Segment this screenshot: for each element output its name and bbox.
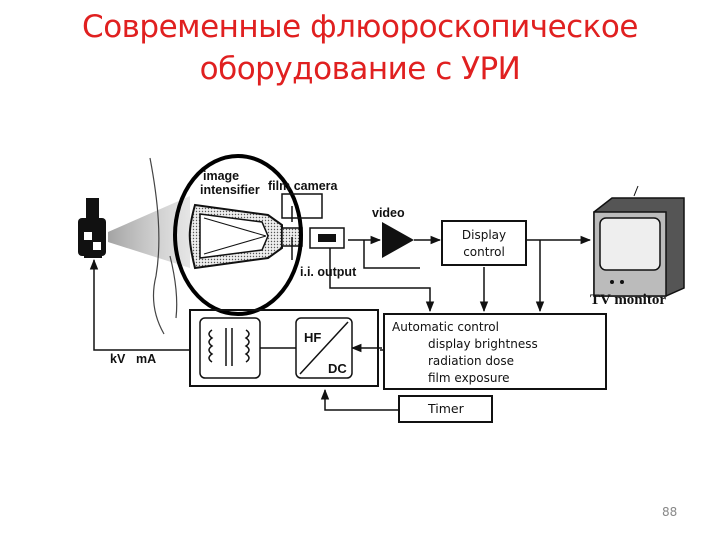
image-intensifier-icon — [188, 203, 303, 270]
label-kv: kV — [110, 352, 126, 366]
label-ma: mA — [136, 352, 156, 366]
xray-tube-icon — [78, 198, 106, 258]
label-ii-output: i.i. output — [300, 265, 357, 279]
tv-monitor-icon — [593, 185, 685, 297]
label-image-intensifier-line1: image — [203, 169, 239, 183]
automatic-control-heading: Automatic control — [392, 320, 499, 334]
label-image-intensifier-line2: intensifier — [200, 183, 260, 197]
video-amplifier-icon — [382, 222, 414, 258]
timer-box: Timer — [398, 395, 493, 423]
automatic-control-item: display brightness — [428, 337, 538, 351]
label-hf: HF — [304, 330, 321, 345]
automatic-control-item: film exposure — [428, 371, 510, 385]
video-camera-icon — [309, 227, 345, 249]
display-control-line2: control — [463, 245, 505, 259]
automatic-control-item: radiation dose — [428, 354, 514, 368]
label-dc: DC — [328, 361, 347, 376]
slide-title: Современные флюороскопическое оборудован… — [82, 9, 638, 87]
film-camera-icon — [281, 193, 323, 222]
generator-block — [189, 309, 379, 387]
label-tv-monitor: TV monitor — [590, 292, 666, 308]
page-number: 88 — [662, 505, 678, 519]
label-film-camera: film camera — [268, 179, 339, 193]
label-video: video — [372, 206, 405, 220]
patient-outline — [149, 157, 178, 335]
display-control-box: Display control — [441, 220, 527, 266]
xray-beam — [108, 196, 190, 268]
automatic-control-box: Automatic control display brightness rad… — [383, 313, 607, 390]
highlight-circle — [173, 154, 303, 316]
display-control-line1: Display — [461, 228, 507, 242]
